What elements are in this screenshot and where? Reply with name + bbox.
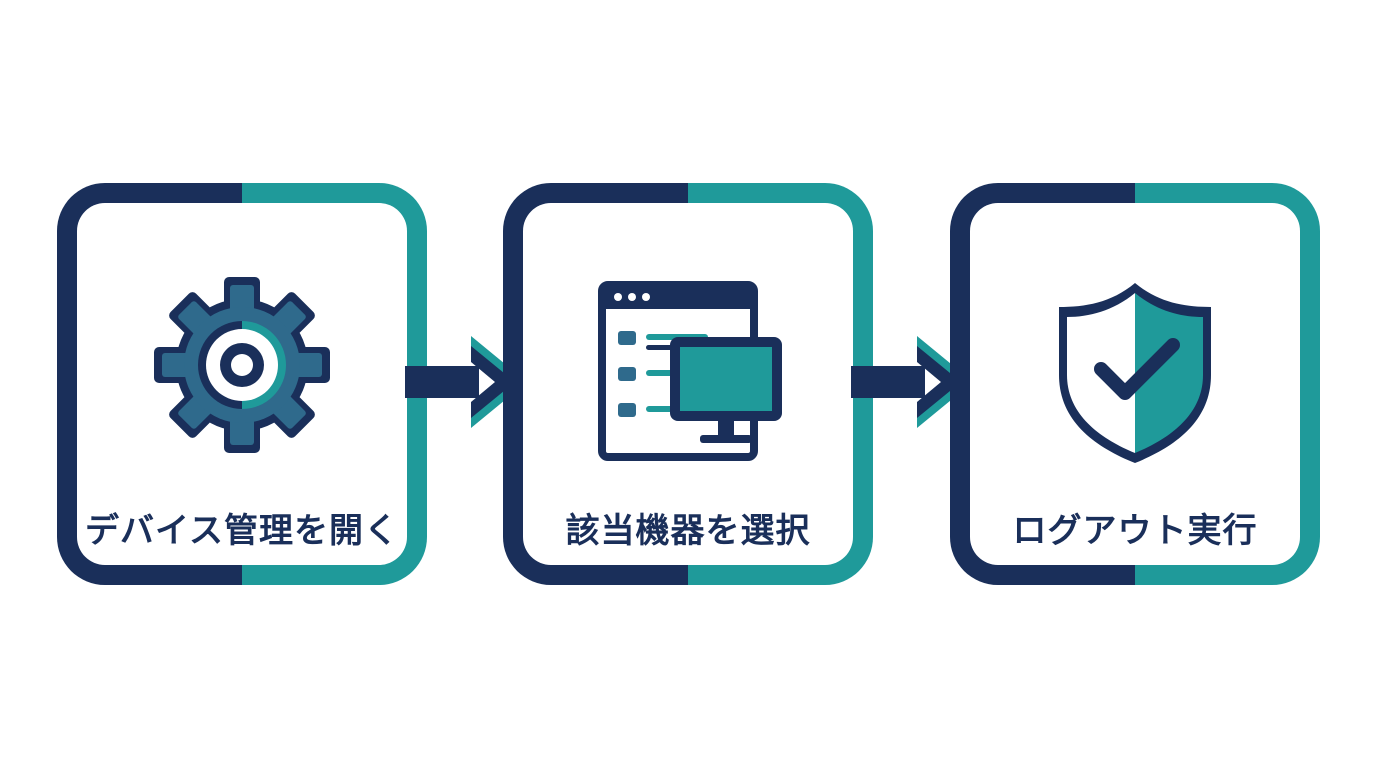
step-label: デバイス管理を開く [85,511,399,551]
step-card-execute-logout: ログアウト実行 [950,183,1320,585]
window-monitor-icon [588,265,788,465]
step-card-select-device: 該当機器を選択 [503,183,873,585]
step-label: 該当機器を選択 [565,511,811,551]
step-card-open-device-management: デバイス管理を開く [57,183,427,585]
step-label: ログアウト実行 [1012,511,1258,551]
shield-check-icon [1035,265,1235,465]
arrow-right-icon [405,332,530,432]
arrow-right-icon [851,332,976,432]
gear-icon [142,265,342,465]
